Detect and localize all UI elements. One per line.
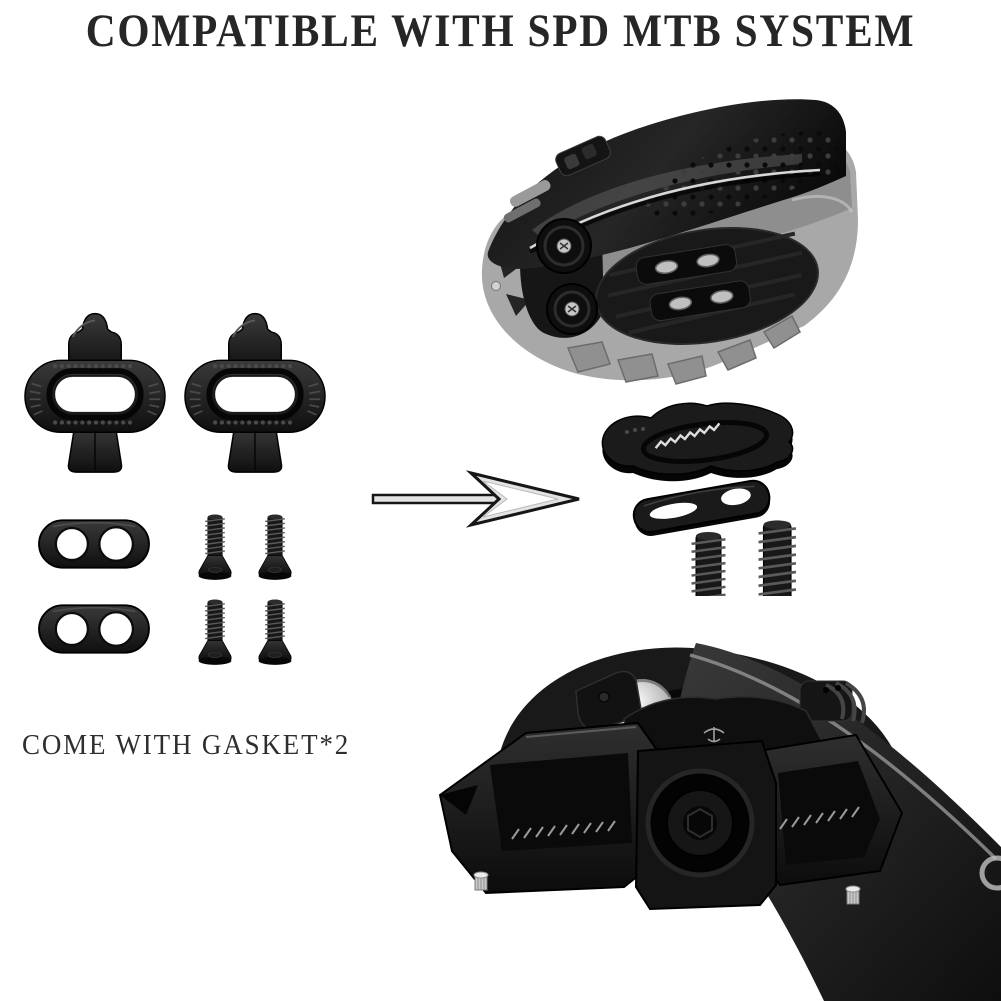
gasket-image-1 [36, 514, 152, 574]
cleat-image-left [22, 300, 168, 477]
exploded-cleat-kit [601, 402, 810, 596]
cleat-3d [601, 402, 794, 482]
screw-image-1 [194, 512, 236, 582]
cleat-image-right [182, 300, 328, 477]
gasket-caption: COME WITH GASKET*2 [22, 729, 351, 761]
cleat-mount-area [595, 226, 819, 346]
screw-image-2 [254, 512, 296, 582]
screw-image-4 [254, 597, 296, 667]
gasket-image-2 [36, 599, 152, 659]
binding-logo [703, 727, 725, 743]
pedal-crank-photo [438, 643, 1001, 1001]
perforations [642, 131, 842, 218]
page-title: COMPATIBLE WITH SPD MTB SYSTEM [85, 5, 916, 57]
sole-lugs [566, 314, 801, 385]
kit-screw-1 [680, 532, 737, 596]
shoe-sole-photo [481, 99, 858, 385]
pedal-platform [438, 721, 904, 911]
screw-image-3 [194, 597, 236, 667]
toe-stud [491, 281, 501, 291]
crank-logo-mark [979, 855, 1001, 891]
grip-pin [473, 871, 489, 891]
gasket-3d [632, 479, 771, 536]
shoe-buckle [503, 135, 611, 223]
spd-binding [575, 670, 866, 763]
toe-tread [498, 256, 530, 316]
grip-pin [845, 885, 861, 905]
toe-spike-mounts [536, 218, 598, 335]
right-arrow-icon [371, 470, 580, 528]
kit-screw-2 [746, 520, 808, 596]
